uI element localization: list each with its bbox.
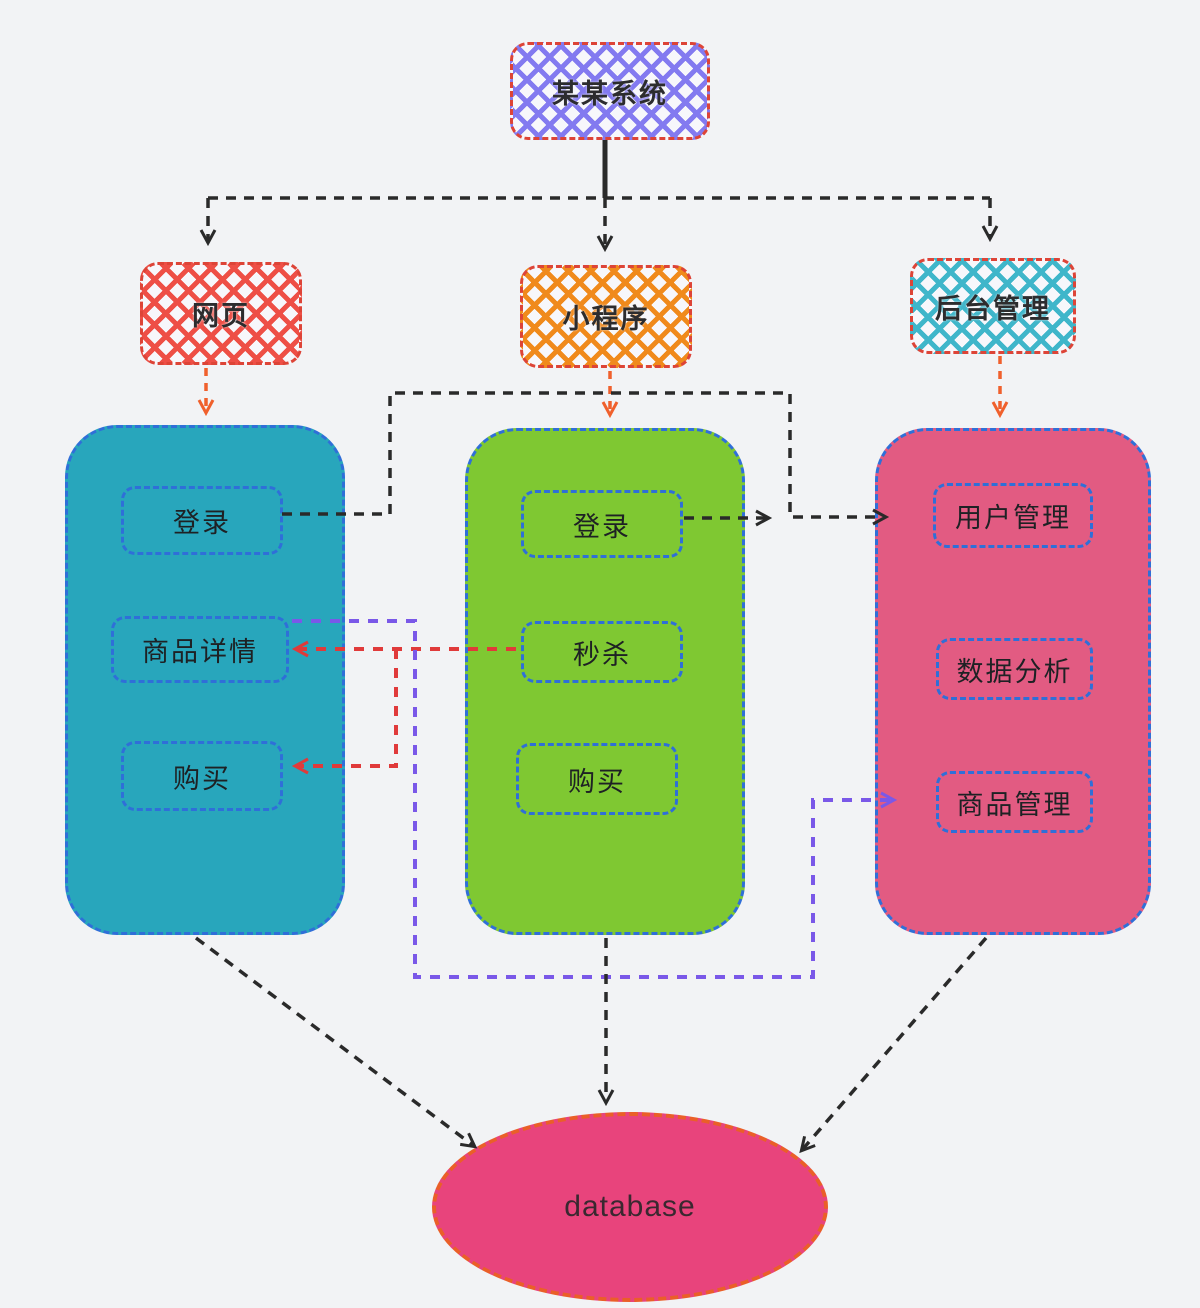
item-web-product-detail: 商品详情 — [111, 616, 289, 683]
database-node: database — [432, 1112, 828, 1302]
item-miniprogram-login: 登录 — [521, 490, 683, 558]
node-web: 网页 — [140, 262, 302, 365]
item-admin-user-management-label: 用户管理 — [955, 503, 1071, 533]
item-admin-data-analysis: 数据分析 — [936, 638, 1093, 700]
node-admin-label: 后台管理 — [935, 293, 1051, 324]
node-system-label: 某某系统 — [552, 78, 668, 109]
group-admin-modules: 用户管理 数据分析 商品管理 — [875, 428, 1151, 935]
item-admin-product-management-label: 商品管理 — [956, 789, 1073, 820]
item-miniprogram-seckill-label: 秒杀 — [573, 639, 631, 670]
item-web-login-label: 登录 — [173, 508, 231, 538]
node-miniprogram-label: 小程序 — [562, 304, 650, 334]
node-web-label: 网页 — [192, 301, 250, 331]
item-admin-user-management: 用户管理 — [933, 483, 1093, 548]
item-web-buy: 购买 — [121, 741, 283, 811]
item-admin-product-management: 商品管理 — [936, 771, 1093, 833]
item-admin-data-analysis-label: 数据分析 — [956, 656, 1073, 687]
item-miniprogram-buy: 购买 — [516, 743, 678, 815]
node-system: 某某系统 — [510, 42, 710, 140]
database-label: database — [564, 1190, 696, 1223]
node-miniprogram: 小程序 — [520, 265, 692, 368]
group-miniprogram-modules: 登录 秒杀 购买 — [465, 428, 745, 935]
item-miniprogram-buy-label: 购买 — [568, 766, 626, 797]
item-miniprogram-login-label: 登录 — [573, 511, 631, 542]
item-web-product-detail-label: 商品详情 — [142, 637, 258, 667]
node-admin: 后台管理 — [910, 258, 1076, 354]
arrow-admin-modules-to-database — [799, 936, 988, 1154]
group-web-modules: 登录 商品详情 购买 — [65, 425, 345, 935]
item-web-login: 登录 — [121, 486, 283, 555]
item-web-buy-label: 购买 — [173, 763, 231, 794]
arrow-web-modules-to-database — [194, 936, 478, 1149]
item-miniprogram-seckill: 秒杀 — [521, 621, 683, 683]
